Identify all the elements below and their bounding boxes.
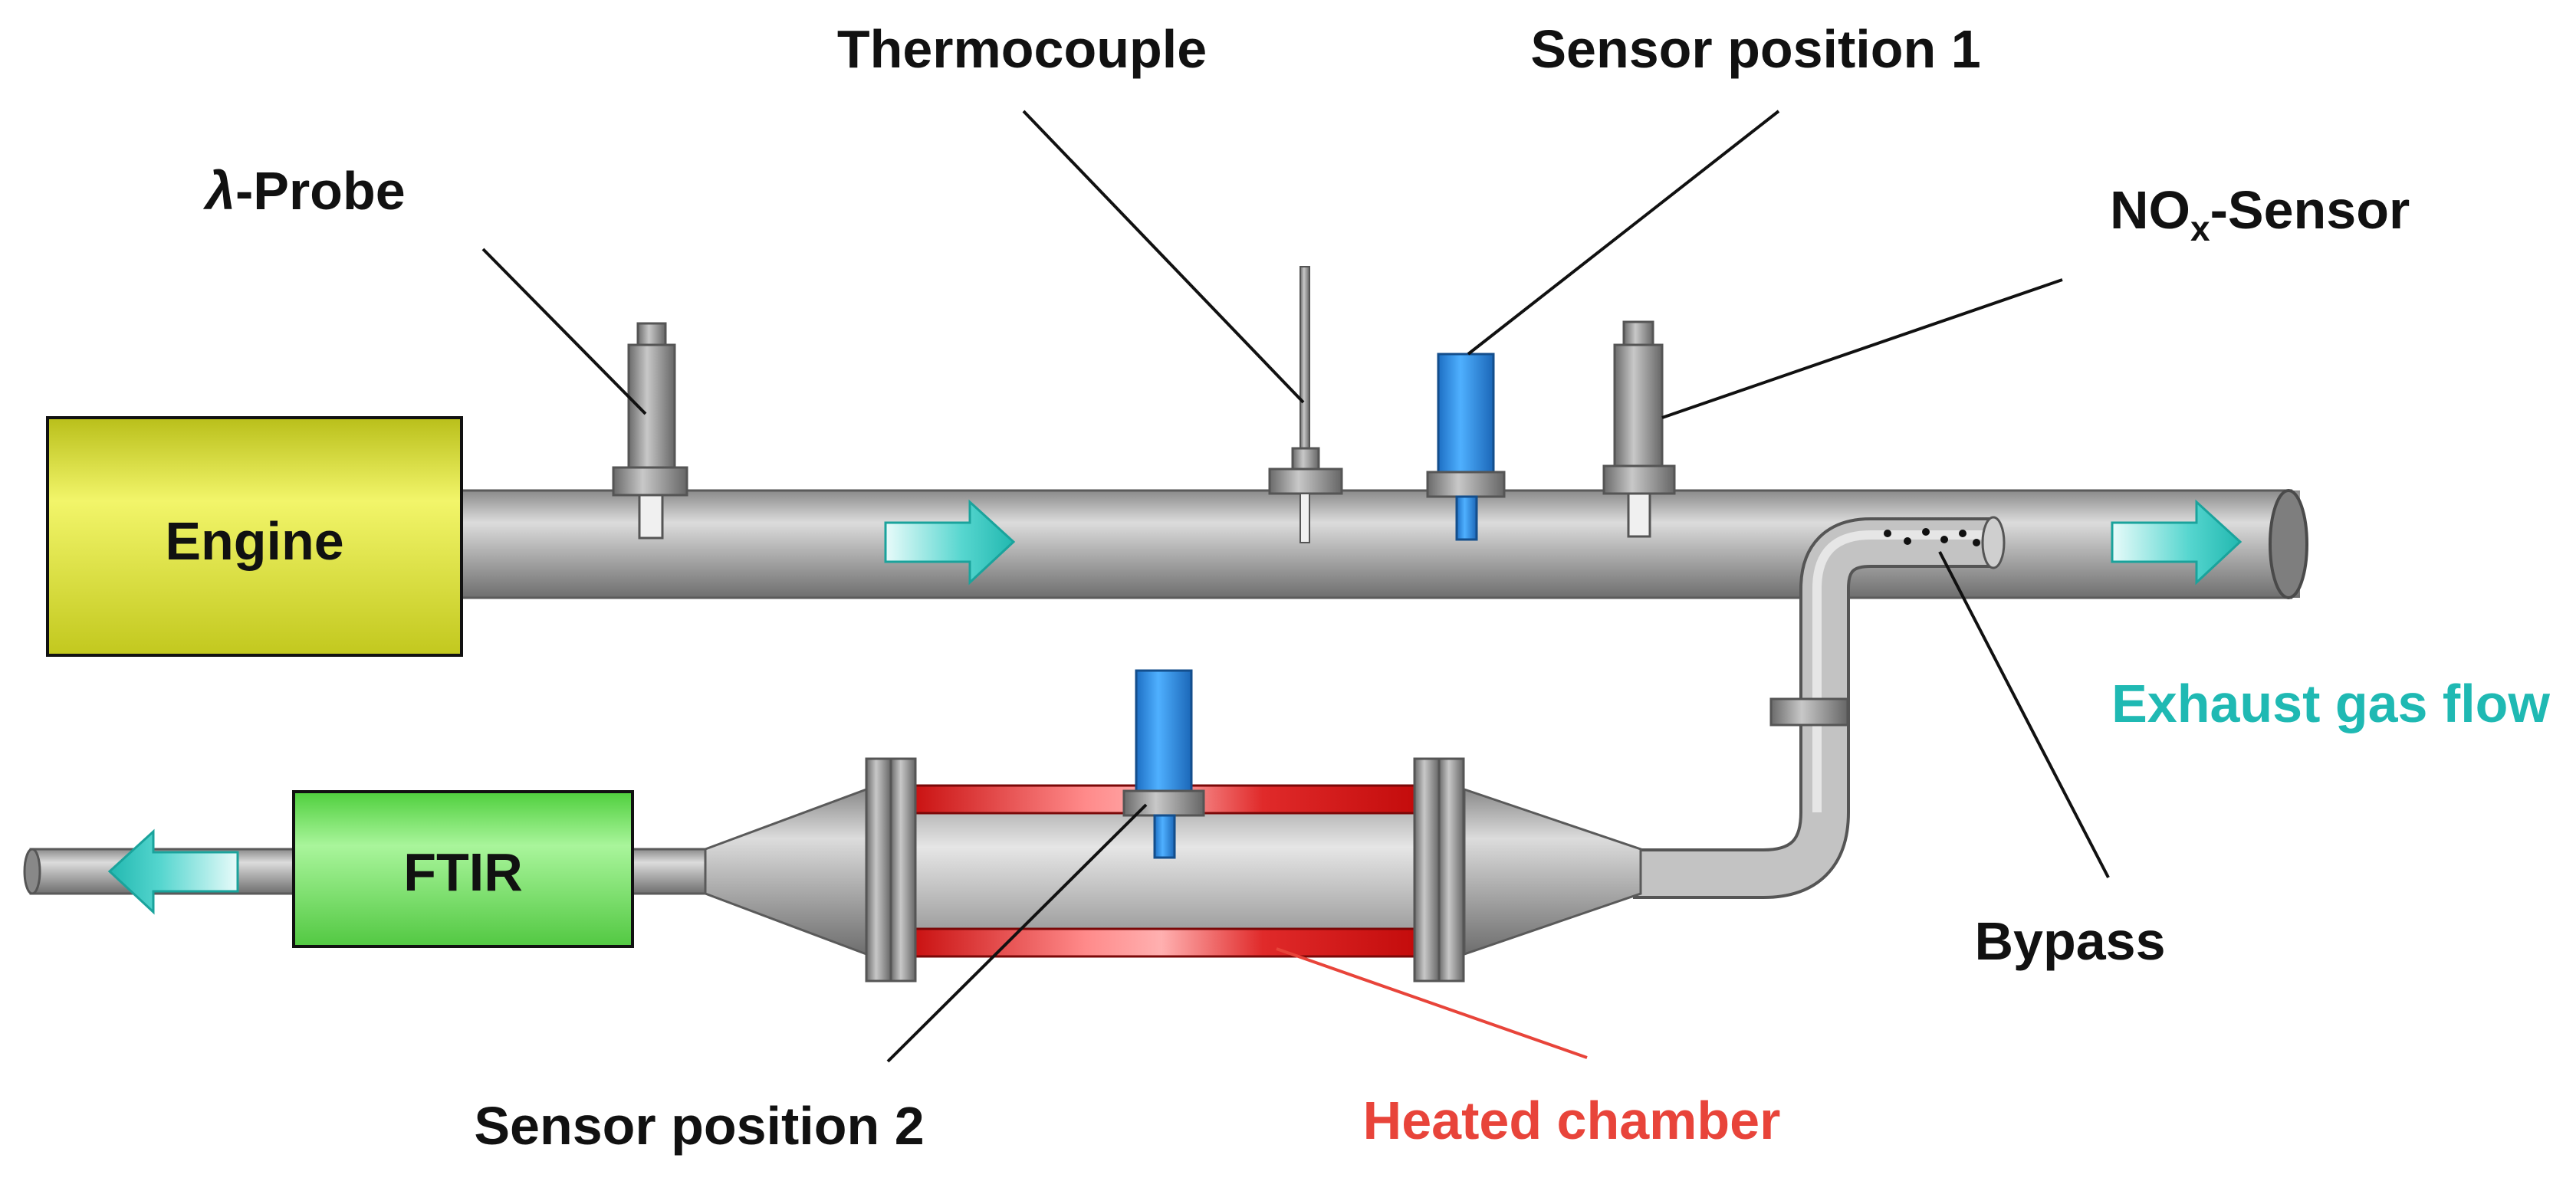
inlet-cone-right bbox=[1463, 787, 1642, 956]
bypass-inlet bbox=[1981, 516, 2006, 569]
heater-band-bottom bbox=[907, 927, 1416, 958]
bypass-flange-icon bbox=[1769, 697, 1849, 727]
lambda-probe-label: λ-Probe bbox=[202, 161, 406, 221]
thermocouple-label: Thermocouple bbox=[837, 19, 1207, 79]
ftir-label: FTIR bbox=[403, 842, 523, 902]
bypass-pipe bbox=[1633, 516, 2006, 899]
inlet-cone-left bbox=[704, 787, 868, 956]
main-exhaust-pipe bbox=[460, 489, 2308, 599]
nox-subscript: x bbox=[2190, 208, 2210, 248]
engine-label: Engine bbox=[165, 511, 343, 571]
sensor-position-2-label: Sensor position 2 bbox=[474, 1096, 924, 1156]
sensor-position-1-label: Sensor position 1 bbox=[1530, 19, 1980, 79]
heated-chamber-label: Heated chamber bbox=[1363, 1091, 1781, 1150]
leader-lines bbox=[481, 110, 2110, 1063]
engine-box: Engine bbox=[46, 416, 463, 657]
nox-sensor-icon bbox=[1602, 320, 1676, 538]
flow-arrow-outlet-icon bbox=[2111, 499, 2242, 586]
exhaust-gas-flow-label: Exhaust gas flow bbox=[2111, 674, 2550, 733]
lambda-probe-text: -Probe bbox=[235, 161, 406, 221]
heated-chamber bbox=[865, 669, 1465, 983]
bypass-label: Bypass bbox=[1974, 911, 2165, 971]
lambda-probe-icon bbox=[612, 322, 688, 540]
ftir-box: FTIR bbox=[292, 790, 634, 948]
lambda-symbol: λ bbox=[202, 161, 235, 221]
chamber-flange-right-icon bbox=[1413, 757, 1465, 983]
nox-base: NO bbox=[2110, 180, 2190, 240]
flow-arrow-icon bbox=[884, 499, 1016, 586]
flow-arrow-return-icon bbox=[107, 828, 239, 915]
heated-chamber-leader bbox=[1276, 947, 1588, 1059]
pipe-outlet bbox=[2269, 489, 2308, 599]
nox-sensor-label: NOx-Sensor bbox=[2110, 180, 2410, 248]
sensor-position-1-icon bbox=[1426, 353, 1506, 541]
sensor-position-2-icon bbox=[1122, 669, 1205, 859]
thermocouple-icon bbox=[1268, 266, 1343, 543]
chamber-flange-left-icon bbox=[865, 757, 917, 983]
bypass-perforations bbox=[1884, 528, 1980, 546]
nox-suffix: -Sensor bbox=[2210, 180, 2410, 240]
